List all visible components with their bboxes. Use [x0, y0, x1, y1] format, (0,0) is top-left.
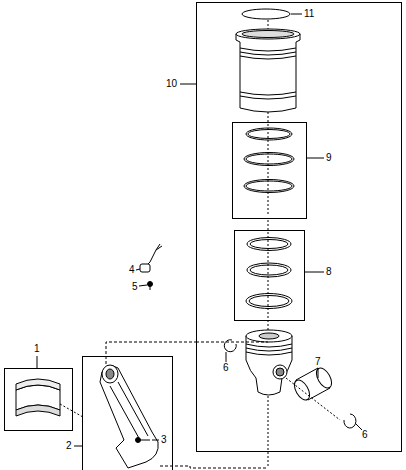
- piston: [246, 330, 292, 395]
- leader-line: [304, 272, 324, 273]
- bearing-shells: [16, 379, 60, 416]
- callout-number: 4: [129, 265, 135, 275]
- rod-bolt: [136, 438, 151, 443]
- o-ring: [242, 9, 290, 19]
- callout-number: 6: [362, 430, 368, 440]
- callout-number: 6: [223, 363, 229, 373]
- callout-number: 7: [315, 357, 321, 367]
- callout-number: 1: [34, 344, 40, 354]
- callout-number: 11: [304, 9, 314, 19]
- cylinder-liner: [236, 29, 300, 112]
- leader-line: [226, 352, 227, 362]
- callout-number: 10: [166, 79, 177, 89]
- leader-line: [180, 84, 196, 85]
- leader-line: [291, 14, 302, 15]
- ring-set-frame: [233, 123, 307, 219]
- leader-line: [37, 356, 38, 368]
- piston-ring-frame: [235, 231, 305, 321]
- connecting-rod-frame: [83, 357, 173, 470]
- callout-number: 3: [161, 435, 167, 445]
- leader-line: [74, 446, 82, 447]
- bolt: [148, 282, 153, 291]
- callout-number: 5: [132, 282, 138, 292]
- callout-number: 8: [326, 267, 332, 277]
- callout-number: 2: [66, 441, 72, 451]
- assembly-path: [106, 342, 196, 364]
- leader-line: [318, 368, 319, 378]
- oil-jet: [140, 244, 162, 272]
- connecting-rod: [100, 365, 158, 468]
- callout-number: 9: [326, 153, 332, 163]
- leader-line: [136, 269, 140, 270]
- assembly-path: [160, 466, 268, 468]
- leader-line: [139, 285, 147, 286]
- leader-line: [356, 424, 362, 430]
- bearing-frame: [5, 369, 73, 431]
- assembly-frame: [197, 3, 402, 452]
- piston-pin: [291, 365, 334, 402]
- leader-line: [306, 158, 324, 159]
- leader-line: [152, 440, 159, 441]
- seal-rings: [244, 128, 294, 193]
- piston-rings: [246, 238, 292, 309]
- snap-ring: [344, 414, 356, 428]
